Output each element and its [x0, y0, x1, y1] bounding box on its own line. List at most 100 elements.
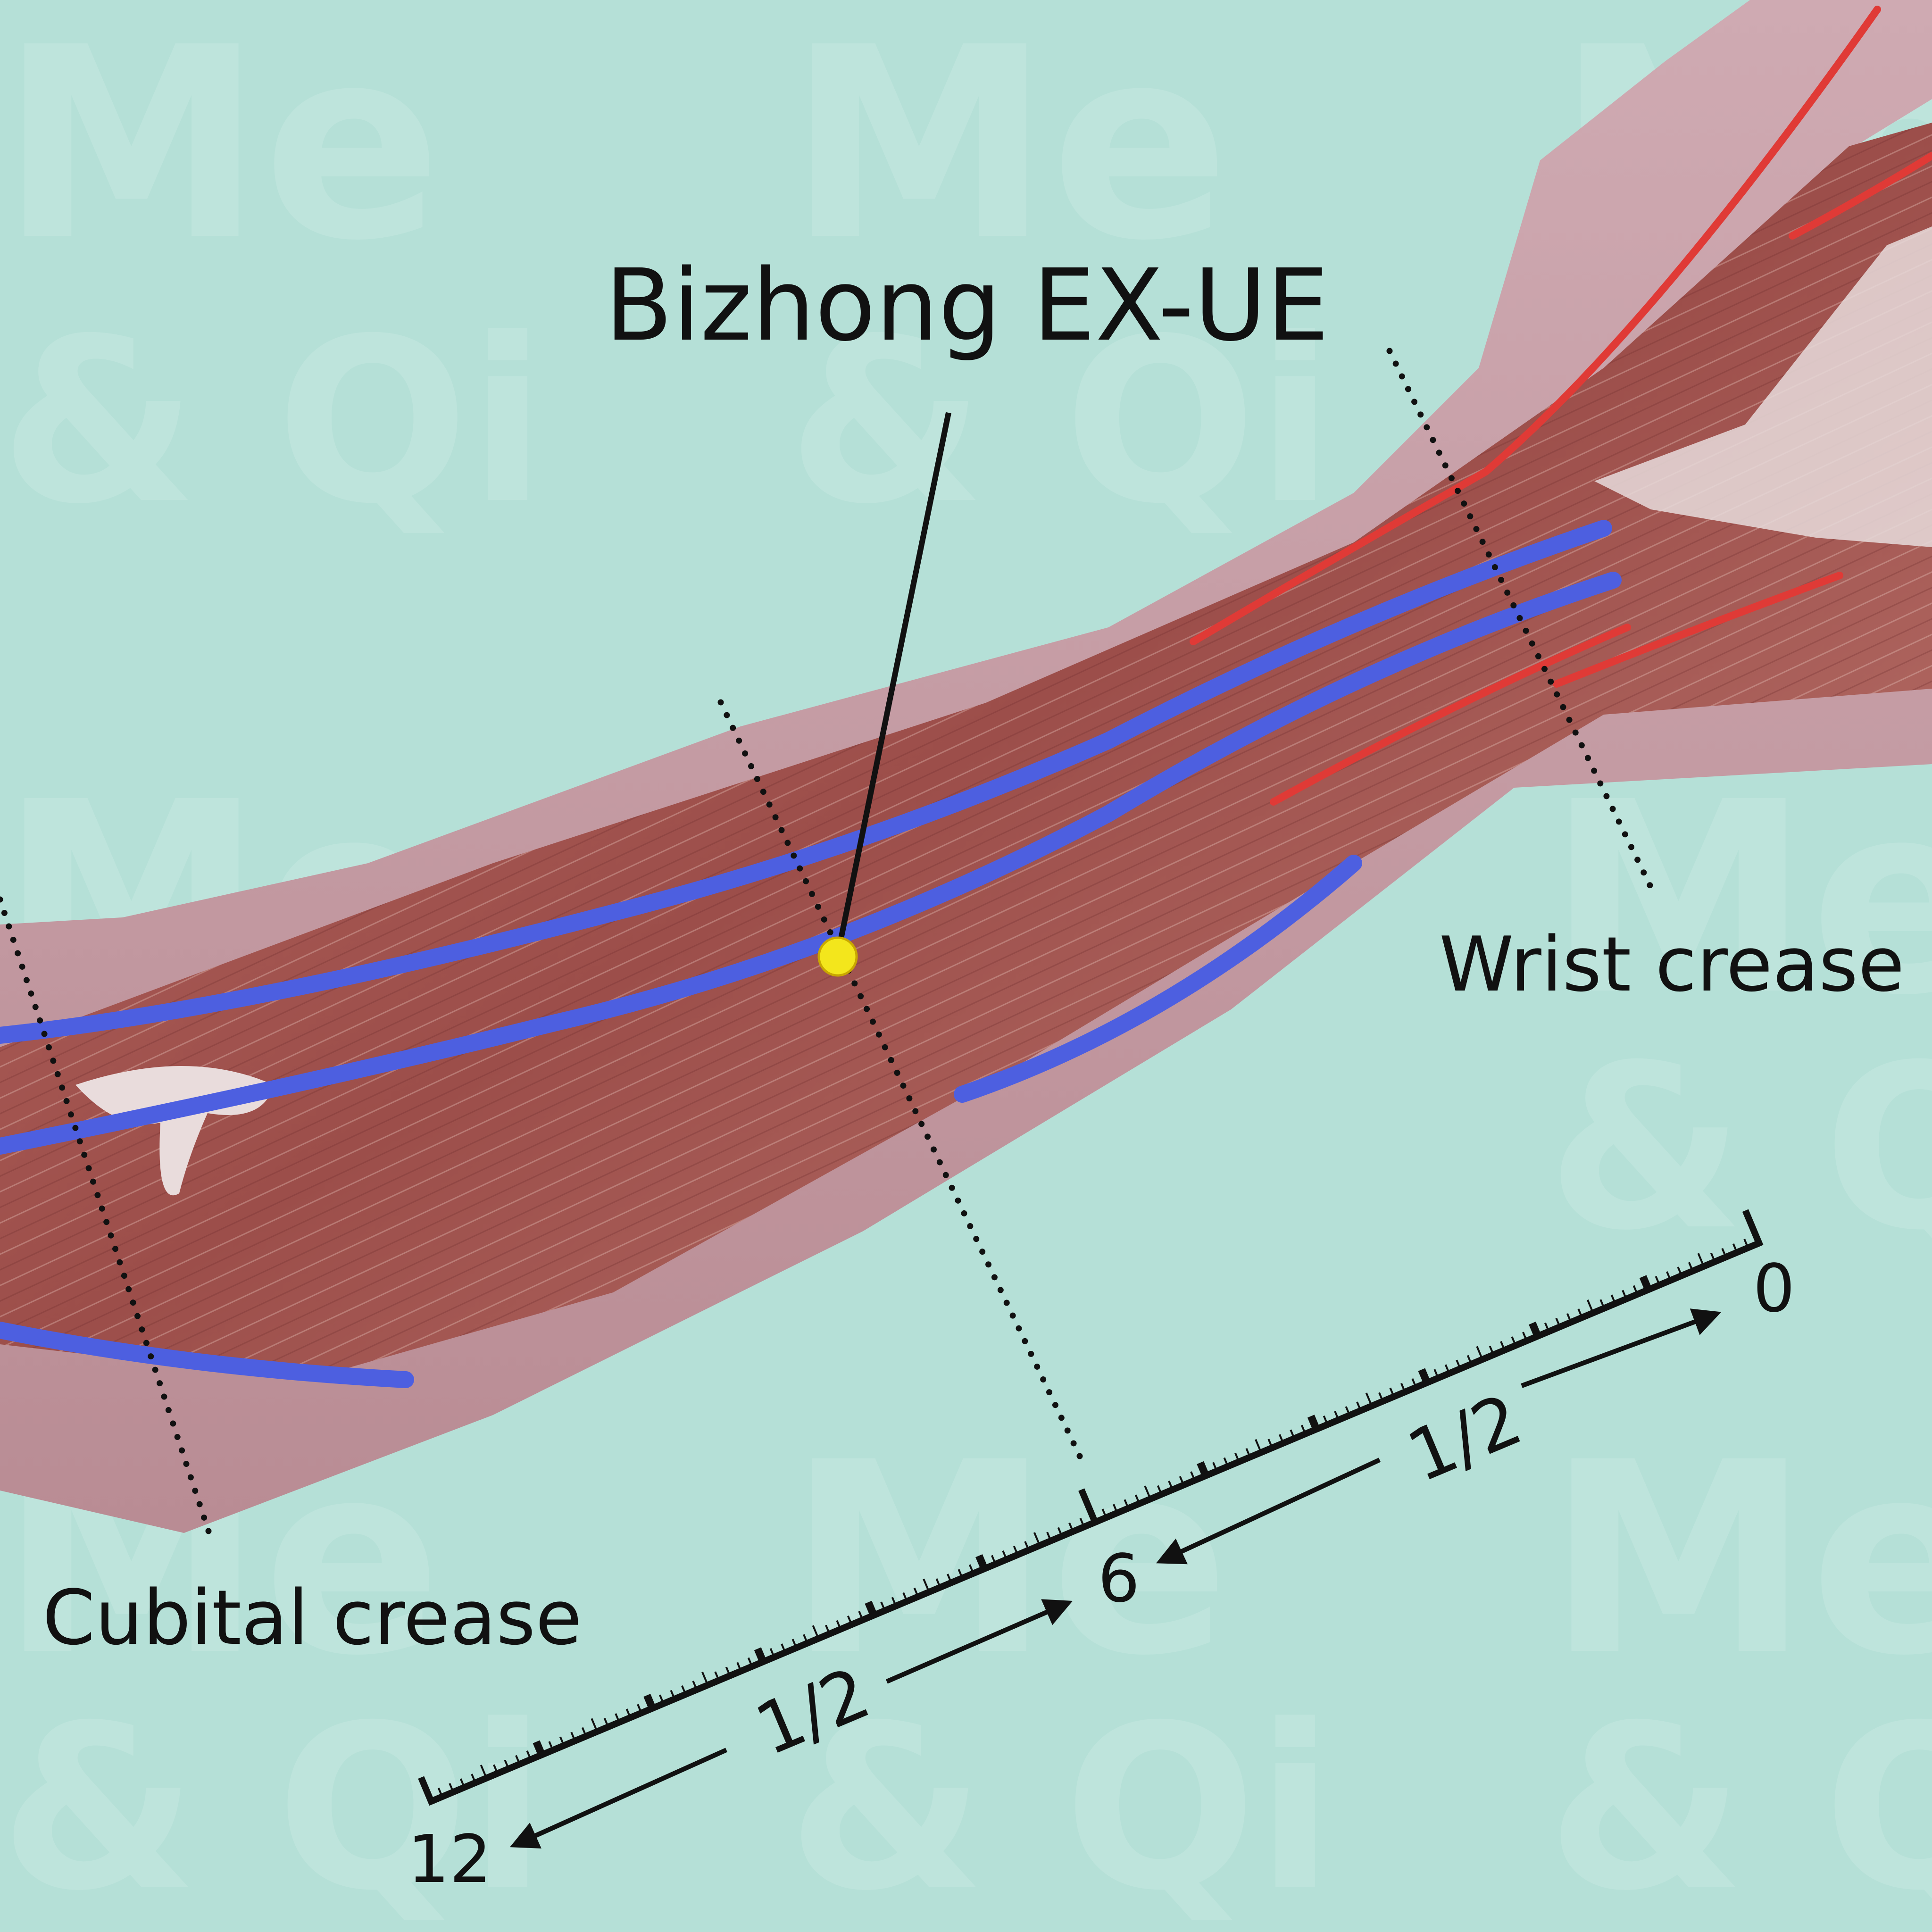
ruler-end-tick — [418, 1776, 436, 1806]
ruler-minor-tick — [947, 1574, 951, 1581]
ruler-minor-tick — [1223, 1457, 1228, 1465]
ruler-minor-ticks — [437, 1239, 1748, 1795]
ruler-minor-tick — [637, 1704, 641, 1711]
ruler-minor-tick — [1489, 1346, 1493, 1353]
ruler-major-tick — [865, 1600, 876, 1615]
ruler-minor-tick — [1577, 1308, 1582, 1316]
ruler-minor-tick — [1101, 1508, 1106, 1516]
ruler-minor-tick — [1234, 1452, 1239, 1460]
watermark: Me — [788, 0, 1230, 299]
ruler-minor-tick — [902, 1592, 907, 1599]
watermark: Me — [1547, 746, 1932, 1053]
muscle-fibers — [0, 123, 1932, 1380]
ruler-minor-tick — [1378, 1392, 1383, 1399]
ruler-minor-tick — [1511, 1336, 1516, 1343]
ruler-major-tick — [533, 1740, 544, 1754]
ruler-major-tick — [754, 1647, 766, 1661]
ruler-minor-tick — [1334, 1411, 1339, 1418]
ruler-minor-tick — [615, 1713, 619, 1720]
leader-line — [835, 412, 951, 956]
ruler-minor-tick — [1024, 1541, 1029, 1548]
ruler-minor-tick — [858, 1611, 863, 1618]
ruler-minor-tick — [701, 1672, 708, 1683]
ruler-minor-tick — [781, 1643, 785, 1650]
ruler-label-0: 0 — [1753, 1250, 1795, 1327]
arrow-to-6-upper — [1156, 1457, 1381, 1565]
acupoint-marker[interactable] — [817, 936, 858, 977]
ruler-minor-tick — [1389, 1387, 1394, 1395]
ruler-minor-tick — [1323, 1415, 1327, 1423]
ruler-minor-tick — [1710, 1252, 1715, 1260]
ruler-minor-tick — [991, 1555, 996, 1562]
ruler-minor-tick — [1566, 1313, 1571, 1320]
ruler-minor-tick — [1500, 1341, 1505, 1348]
ruler-minor-tick — [714, 1671, 719, 1678]
ruler-minor-tick — [1113, 1504, 1117, 1511]
ruler-minor-tick — [1688, 1262, 1693, 1269]
ruler-minor-tick — [1411, 1378, 1416, 1385]
ruler-minor-tick — [725, 1666, 730, 1674]
ruler-minor-tick — [747, 1657, 752, 1665]
ruler-minor-tick — [1456, 1359, 1460, 1367]
ruler-label-6: 6 — [1098, 1541, 1140, 1617]
ruler-minor-tick — [836, 1620, 841, 1627]
ruler-minor-tick — [1544, 1322, 1549, 1330]
ruler-minor-tick — [681, 1685, 686, 1692]
ruler-minor-tick — [891, 1597, 896, 1604]
ruler-minor-tick — [1365, 1392, 1372, 1404]
ruler-minor-tick — [449, 1783, 453, 1790]
arrow-to-0 — [1521, 1308, 1722, 1388]
ruler-minor-tick — [1476, 1346, 1482, 1357]
ruler-major-tick — [1418, 1368, 1430, 1382]
ruler-minor-tick — [935, 1578, 940, 1585]
proportional-ruler: 0 6 12 1/2 1/2 — [408, 1209, 1795, 1898]
ruler-minor-tick — [1697, 1253, 1704, 1265]
ruler-minor-tick — [825, 1624, 830, 1632]
ruler-minor-tick — [581, 1727, 586, 1734]
ruler-mid-tick — [1078, 1488, 1099, 1527]
ruler-minor-tick — [1068, 1522, 1073, 1530]
ruler-major-tick — [1307, 1415, 1319, 1428]
ruler-label-12: 12 — [408, 1821, 491, 1898]
ruler-minor-tick — [923, 1578, 929, 1590]
ruler-minor-tick — [515, 1755, 520, 1762]
ruler-minor-tick — [1290, 1429, 1294, 1436]
ruler-minor-tick — [769, 1648, 774, 1655]
ruler-major-tick — [643, 1693, 655, 1707]
ruler-minor-tick — [437, 1787, 442, 1795]
ruler-minor-tick — [1046, 1532, 1051, 1539]
arteries — [1190, 6, 1932, 806]
vein — [954, 855, 1362, 1103]
ruler-minor-tick — [625, 1708, 630, 1715]
ruler-minor-tick — [1677, 1266, 1682, 1274]
tendon — [1594, 226, 1932, 547]
watermark: Me — [0, 0, 442, 299]
ruler-minor-tick — [880, 1601, 885, 1608]
watermark: Me — [1547, 1406, 1932, 1714]
ruler-minor-tick — [1134, 1494, 1140, 1502]
ruler-minor-tick — [670, 1690, 675, 1697]
ruler-minor-tick — [1356, 1401, 1361, 1408]
acupoint-guide — [717, 699, 1088, 1469]
ruler-minor-tick — [1190, 1471, 1195, 1478]
ruler-minor-tick — [1732, 1243, 1737, 1250]
ruler-minor-tick — [1400, 1382, 1405, 1390]
watermark: & Qi — [1547, 1677, 1932, 1932]
ruler-minor-tick — [736, 1662, 741, 1669]
vein — [0, 520, 1612, 1044]
ruler-major-tick — [1529, 1322, 1541, 1335]
ruler-minor-tick — [1255, 1439, 1261, 1450]
ruler-minor-tick — [1144, 1485, 1150, 1497]
ruler-minor-tick — [958, 1569, 962, 1576]
ruler-minor-tick — [559, 1736, 564, 1743]
ruler-minor-tick — [1721, 1248, 1726, 1255]
ruler-minor-tick — [1555, 1317, 1560, 1325]
ruler-minor-tick — [459, 1778, 464, 1785]
ruler-start-tick — [1742, 1209, 1764, 1248]
wrist-crease-guide — [1386, 348, 1654, 891]
ruler-minor-tick — [791, 1639, 796, 1646]
watermark: & Qi — [788, 290, 1334, 554]
ruler-minor-tick — [1013, 1546, 1017, 1553]
ruler-minor-tick — [1300, 1424, 1305, 1432]
